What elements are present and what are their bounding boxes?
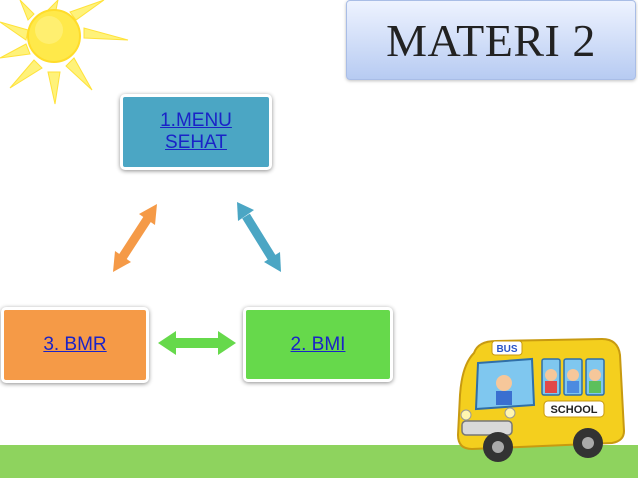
grass-strip	[0, 445, 638, 478]
double-arrow-icon	[158, 331, 236, 355]
school-bus-icon: BUS SCHOOL	[456, 337, 626, 462]
double-arrow-icon	[113, 204, 157, 272]
menu-sehat-node[interactable]: 1.MENU SEHAT	[120, 94, 272, 170]
bmr-link[interactable]: 3. BMR	[43, 334, 107, 355]
sun-icon	[0, 0, 129, 105]
bmi-link[interactable]: 2. BMI	[290, 333, 346, 355]
double-arrow-icon	[237, 202, 281, 272]
bmr-node[interactable]: 3. BMR	[1, 307, 149, 383]
bus-side-sign: SCHOOL	[550, 404, 597, 416]
bmi-node[interactable]: 2. BMI	[243, 307, 393, 382]
slide-title: MATERI 2	[386, 14, 596, 66]
bus-top-sign: BUS	[496, 344, 517, 355]
menu-sehat-link[interactable]: 1.MENU SEHAT	[160, 110, 232, 153]
slide-title-box: MATERI 2	[346, 0, 636, 80]
